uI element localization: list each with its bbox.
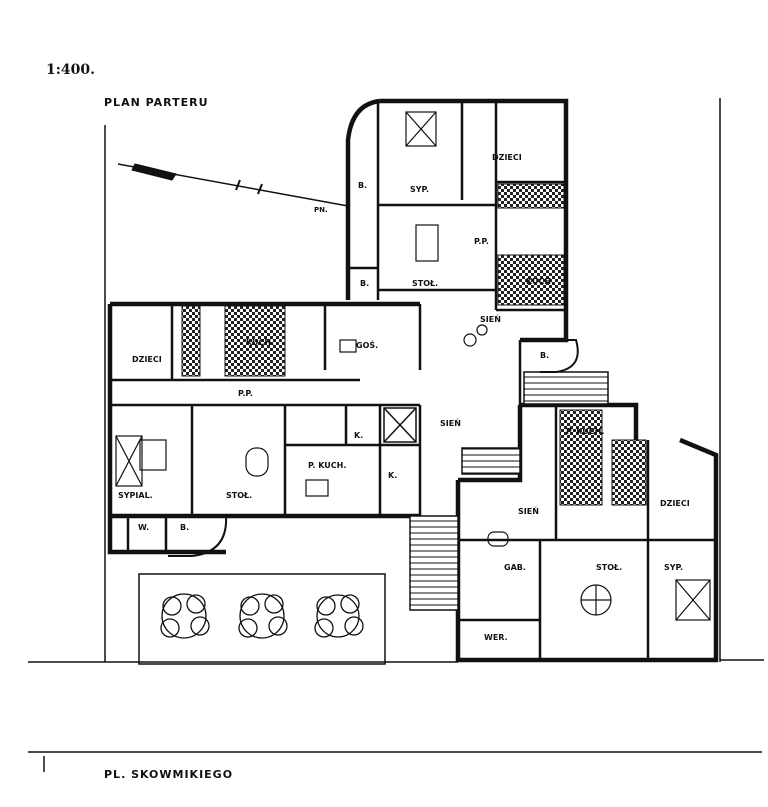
north-label: PN. (314, 206, 328, 214)
room-label: SIEŃ (518, 505, 539, 516)
inner-walls (110, 101, 716, 660)
room-label: P.P. (238, 389, 253, 398)
room-label: B. (180, 523, 189, 532)
room-label: STOŁ. (412, 279, 438, 288)
room-label: STOŁ. (226, 491, 252, 500)
room-label: DZIECI (132, 355, 162, 364)
room-label: GAB. (504, 563, 526, 572)
room-label: K. (354, 431, 363, 440)
balconies (168, 339, 579, 557)
garden (138, 573, 386, 665)
site-lines (28, 98, 764, 772)
room-label: P. KUCH. (308, 461, 346, 470)
room-label: DZIECI (660, 499, 690, 508)
room-label: B. (360, 279, 369, 288)
room-label: SYPIAL. (118, 491, 153, 500)
room-label: KUCH. (246, 338, 274, 347)
room-label: K. (388, 471, 397, 480)
room-label: P. KUCH. (566, 427, 604, 436)
tree-icon (160, 593, 210, 639)
room-label: SIEŃ (440, 417, 461, 428)
room-label: SYP. (410, 185, 429, 194)
room-label: SYP. (664, 563, 683, 572)
room-label: KUCH. (526, 277, 554, 286)
street-label: PL. SKOWMIKIEGO (104, 768, 234, 781)
north-arrow (117, 163, 349, 207)
furniture (115, 111, 711, 621)
room-label: B. (540, 351, 549, 360)
room-label: W. (138, 523, 149, 532)
room-label: DZIECI (492, 153, 522, 162)
plan-title: PLAN PARTERU (104, 96, 209, 109)
tree-icon (314, 594, 364, 638)
room-label: B. (358, 181, 367, 190)
room-label: P.P. (474, 237, 489, 246)
tree-icon (238, 593, 288, 639)
room-label: STOŁ. (596, 563, 622, 572)
room-label: GOŚ. (356, 339, 378, 350)
tiled-floors (181, 183, 647, 506)
stairs (383, 371, 609, 611)
room-label: SIEŃ (480, 313, 501, 324)
room-label: WER. (484, 633, 508, 642)
room-labels: DZIECI SYP. B. B. P.P. STOŁ. SIEŃ KUCH. … (118, 153, 690, 642)
scale-label: 1:400. (46, 62, 96, 78)
